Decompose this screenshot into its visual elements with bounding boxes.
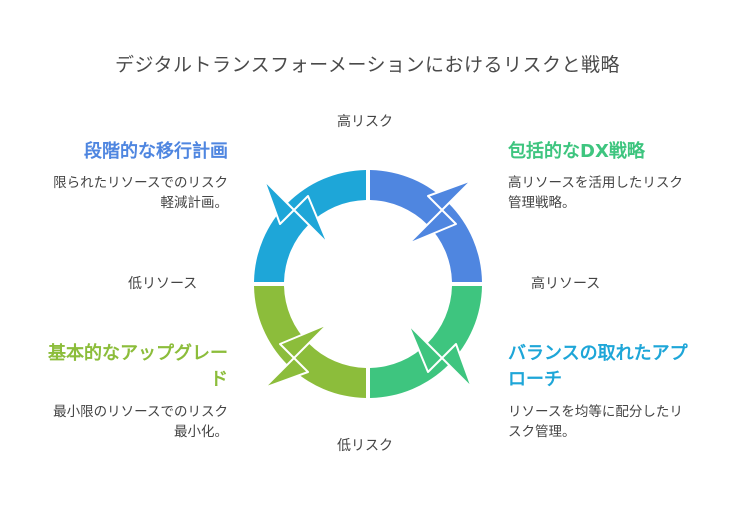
cycle-diagram xyxy=(254,170,482,398)
quadrant-bottom-left-desc-line2: 最小化。 xyxy=(174,424,228,440)
axis-label-top: 高リスク xyxy=(337,114,393,130)
quadrant-top-left-title: 段階的な移行計画 xyxy=(84,141,228,162)
quadrant-bottom-left-title-line2: ド xyxy=(210,369,228,390)
quadrant-top-right-desc-line2: 管理戦略。 xyxy=(508,195,576,211)
quadrant-bottom-right-title-line1: バランスの取れたアプ xyxy=(508,343,688,364)
quadrant-bottom-right-arrow xyxy=(370,286,482,398)
quadrant-bottom-right-description: リソースを均等に配分したリ スク管理。 xyxy=(508,402,722,442)
quadrant-bottom-right-desc-line1: リソースを均等に配分したリ xyxy=(508,404,683,420)
quadrant-top-right-arrow xyxy=(370,170,482,282)
quadrant-bottom-left-description: 最小限のリソースでのリスク 最小化。 xyxy=(20,402,228,442)
quadrant-top-left-arrow xyxy=(254,170,366,282)
diagram-title: デジタルトランスフォーメーションにおけるリスクと戦略 xyxy=(114,54,621,76)
quadrant-bottom-right-title: バランスの取れたアプ ローチ xyxy=(508,341,722,393)
quadrant-bottom-right-desc-line2: スク管理。 xyxy=(508,424,576,440)
quadrant-top-left-desc-line2: 軽減計画。 xyxy=(160,195,229,211)
quadrant-bottom-left-title: 基本的なアップグレー ド xyxy=(14,341,228,393)
quadrant-top-right-desc-line1: 高リソースを活用したリスク xyxy=(508,175,683,191)
quadrant-bottom-left-arrow xyxy=(254,286,366,398)
quadrant-top-right-title: 包括的なDX戦略 xyxy=(508,141,645,162)
axis-label-bottom: 低リスク xyxy=(337,438,393,454)
quadrant-bottom-left-desc-line1: 最小限のリソースでのリスク xyxy=(53,404,228,420)
quadrant-top-left-desc-line1: 限られたリソースでのリスク xyxy=(53,175,228,191)
quadrant-top-right-description: 高リソースを活用したリスク 管理戦略。 xyxy=(508,173,718,213)
axis-label-left: 低リソース xyxy=(128,276,198,292)
quadrant-bottom-left-title-line1: 基本的なアップグレー xyxy=(48,343,228,364)
quadrant-bottom-right-title-line2: ローチ xyxy=(508,369,562,390)
axis-label-right: 高リソース xyxy=(531,276,601,292)
quadrant-top-left-description: 限られたリソースでのリスク 軽減計画。 xyxy=(20,173,228,213)
